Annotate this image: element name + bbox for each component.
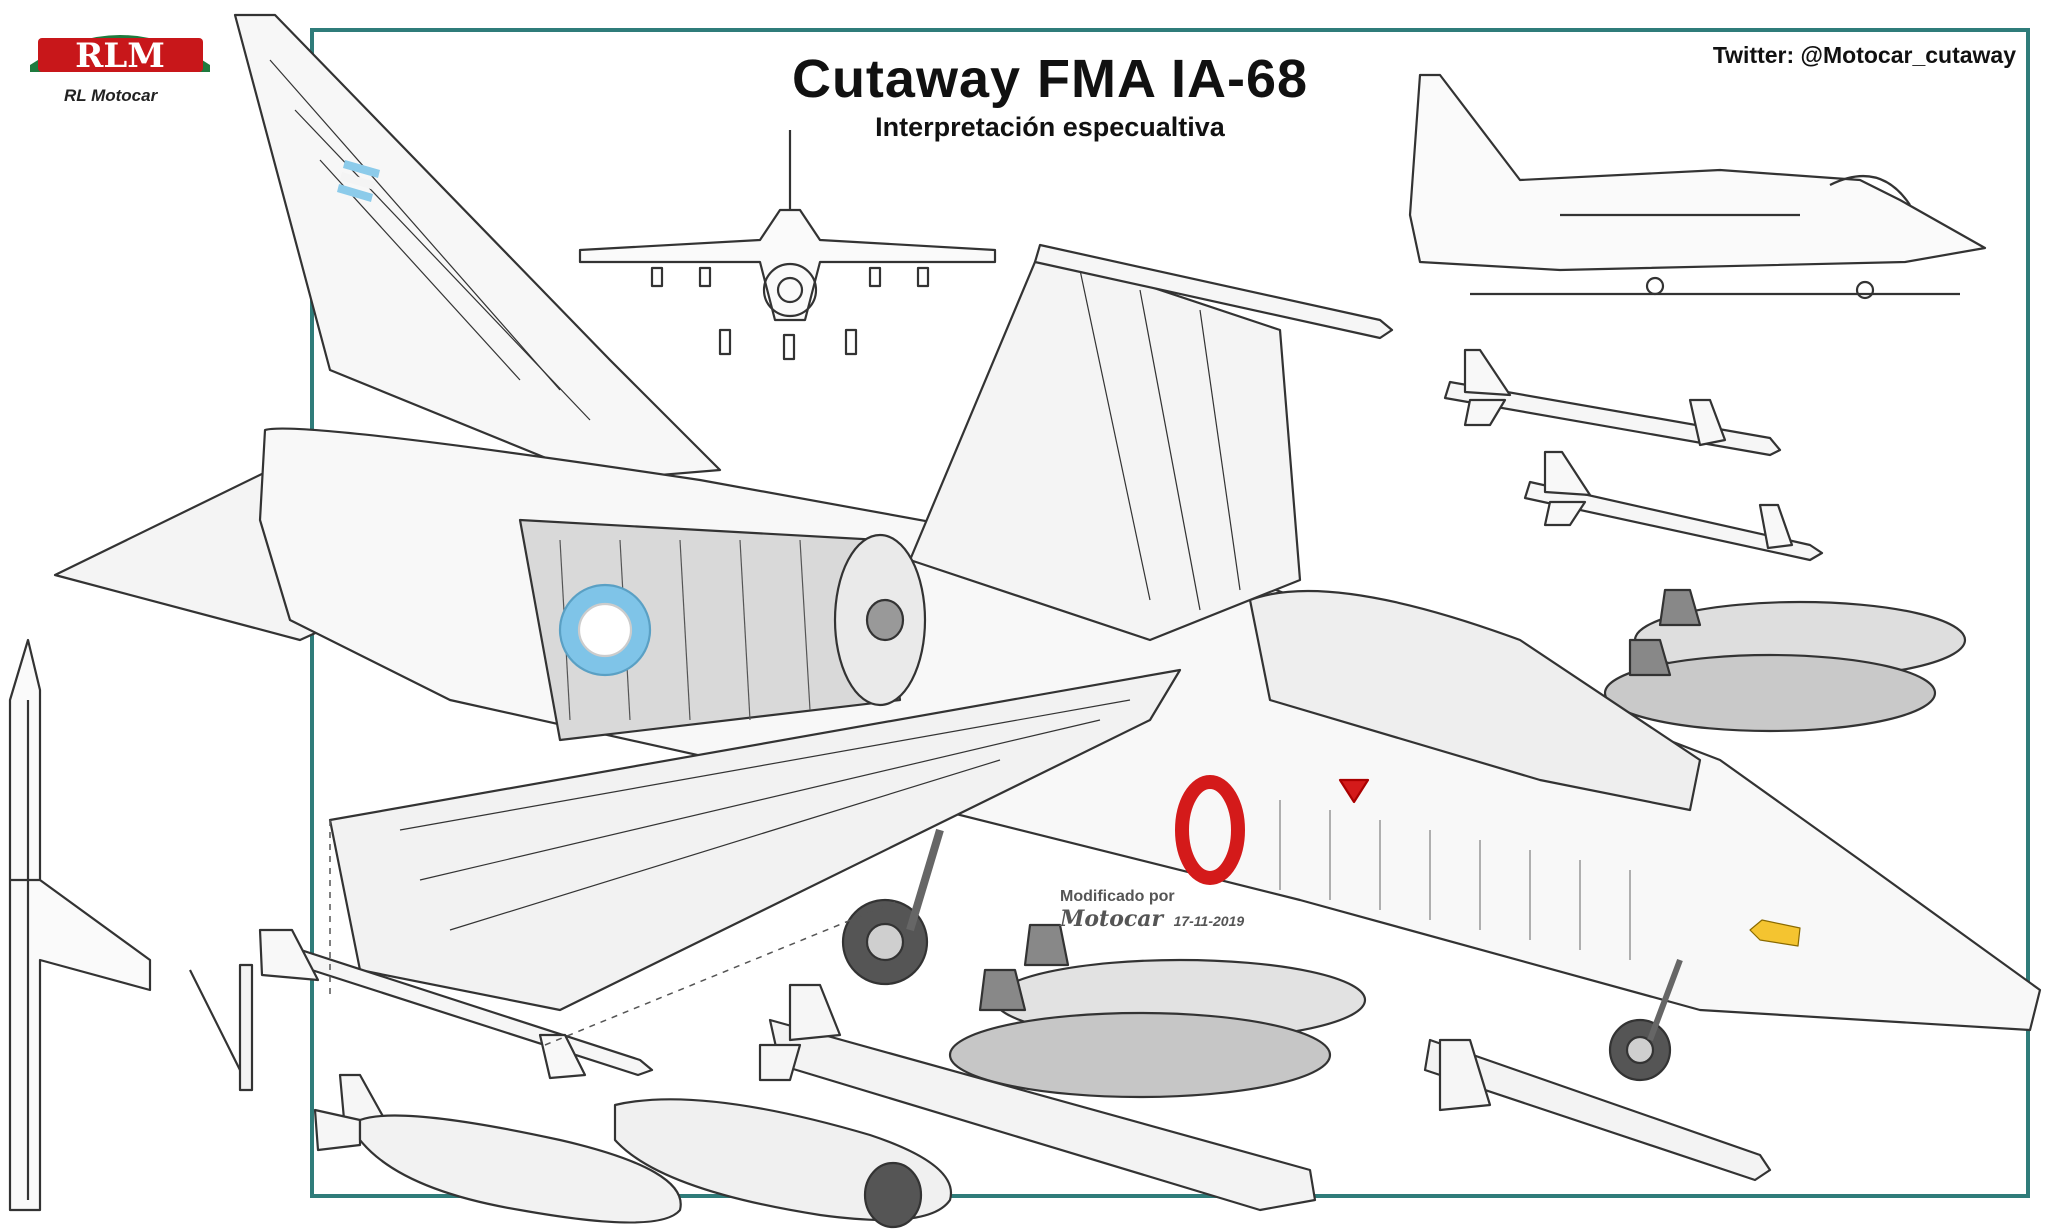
twitter-handle: Twitter: @Motocar_cutaway (1712, 42, 2016, 68)
credit-author: Motocar (1060, 906, 1164, 932)
tail-flag (337, 160, 380, 202)
plan-view-aircraft (8, 638, 254, 1212)
main-aircraft-cutaway (53, 13, 2042, 1082)
bombs-center (758, 923, 1772, 1212)
credit-date: 17-11-2019 (1173, 913, 1245, 929)
logo-caption: RL Motocar (64, 86, 158, 105)
page-title: Cutaway FMA IA-68 (791, 49, 1309, 109)
projection-lines (329, 820, 901, 1046)
drop-tanks (1603, 588, 1967, 733)
wingtip-missiles (258, 243, 1394, 1080)
front-view-aircraft (578, 130, 997, 361)
logo-mark: RLM (75, 36, 165, 76)
air-intake-red (1175, 775, 1245, 885)
logo-bar (38, 38, 203, 72)
bombs-bottom (313, 1073, 953, 1229)
rl-motocar-logo: RLM (30, 35, 210, 76)
credit-line-1: Modificado por (1060, 888, 1175, 905)
air-to-air-missiles (1443, 348, 1824, 562)
roundel-white (577, 602, 633, 658)
modification-credit: Modificado por Motocar 17-11-2019 (1060, 888, 1244, 932)
page-subtitle: Interpretación especualtiva (875, 112, 1225, 142)
side-view-aircraft (1408, 73, 1987, 300)
